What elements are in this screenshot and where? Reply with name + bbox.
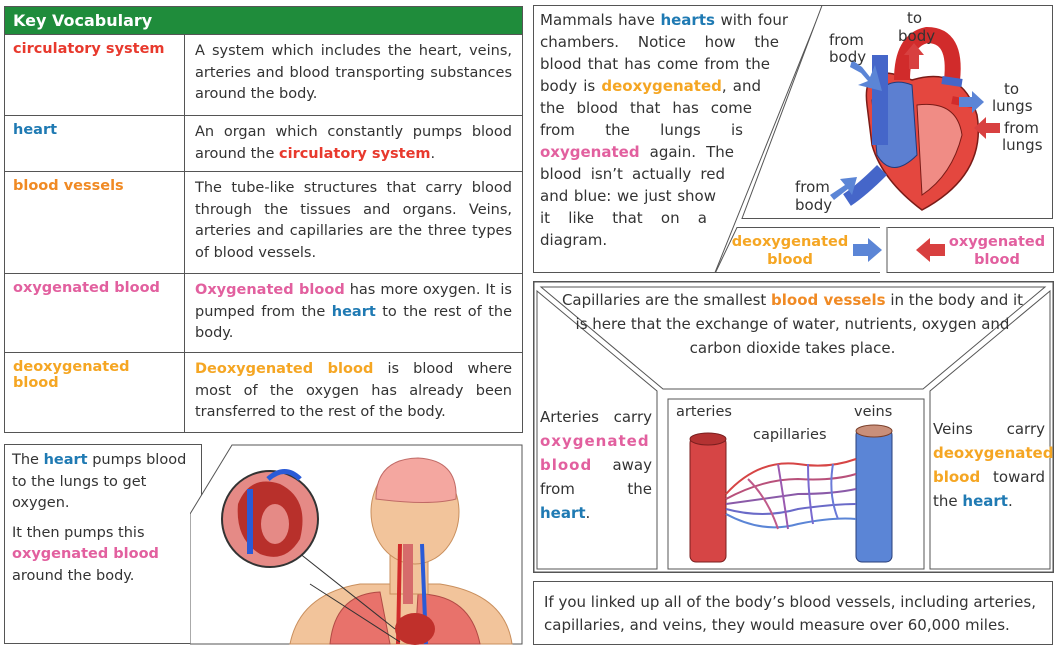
capillary-network	[725, 458, 857, 530]
vocab-row: circulatory system A system which includ…	[5, 34, 522, 115]
vocab-term: circulatory system	[5, 35, 185, 115]
vocab-term: deoxygenated blood	[5, 353, 185, 432]
pump-text-2: It then pumps this oxygenated blood arou…	[12, 524, 159, 584]
arteries-box: Arteries carry oxygenated blood away fro…	[540, 408, 652, 522]
vocab-header: Key Vocabulary	[5, 7, 522, 34]
arrow-from-body-bottom	[830, 177, 857, 200]
vocab-term: oxygenated blood	[5, 274, 185, 352]
label-veins: veins	[854, 404, 892, 420]
vocab-definition: Deoxygenated blood is blood where most o…	[195, 361, 512, 420]
arrow-from-body-top	[850, 60, 882, 91]
arrow-to-body	[904, 43, 924, 69]
key-vocabulary-table: Key Vocabulary circulatory system A syst…	[4, 6, 523, 433]
veins-box: Veins carry deoxygenated blood toward th…	[933, 420, 1054, 510]
vocab-term: blood vessels	[5, 172, 185, 273]
vocab-row: oxygenated blood Oxygenated blood has mo…	[5, 273, 522, 352]
arrow-from-lungs	[974, 117, 1000, 139]
key-red-arrow	[916, 238, 945, 262]
key-blue-arrow	[853, 238, 882, 262]
blood-vessels-diagram: arteries capillaries veins	[676, 404, 893, 563]
fact-box: If you linked up all of the body’s blood…	[533, 581, 1053, 645]
capillaries-explanation: Capillaries are the smallest blood vesse…	[561, 291, 1024, 357]
vocab-definition: The tube-like structures that carry bloo…	[195, 180, 512, 261]
vocab-definition: A system which includes the heart, veins…	[195, 43, 512, 102]
label-capillaries: capillaries	[753, 427, 827, 443]
mammals-paragraph: Mammals have hearts with four chambers. …	[540, 11, 788, 249]
label-arteries: arteries	[676, 404, 732, 420]
vocab-row: heart An organ which constantly pumps bl…	[5, 115, 522, 171]
arrow-to-lungs	[959, 91, 984, 113]
vocab-row: deoxygenated blood Deoxygenated blood is…	[5, 352, 522, 432]
vocab-definition: An organ which constantly pumps blood ar…	[195, 124, 512, 162]
body-illustration	[190, 444, 523, 645]
fact-text: If you linked up all of the body’s blood…	[544, 593, 1036, 634]
heart-pump-box: The heart pumps blood to the lungs to ge…	[4, 444, 202, 644]
vocab-term: heart	[5, 116, 185, 171]
pump-text-1: The heart pumps blood to the lungs to ge…	[12, 452, 187, 511]
vocab-definition: Oxygenated blood has more oxygen. It is …	[195, 282, 512, 341]
mammals-text-panel: Mammals have hearts with four chambers. …	[533, 5, 823, 273]
vocab-row: blood vessels The tube-like structures t…	[5, 171, 522, 273]
